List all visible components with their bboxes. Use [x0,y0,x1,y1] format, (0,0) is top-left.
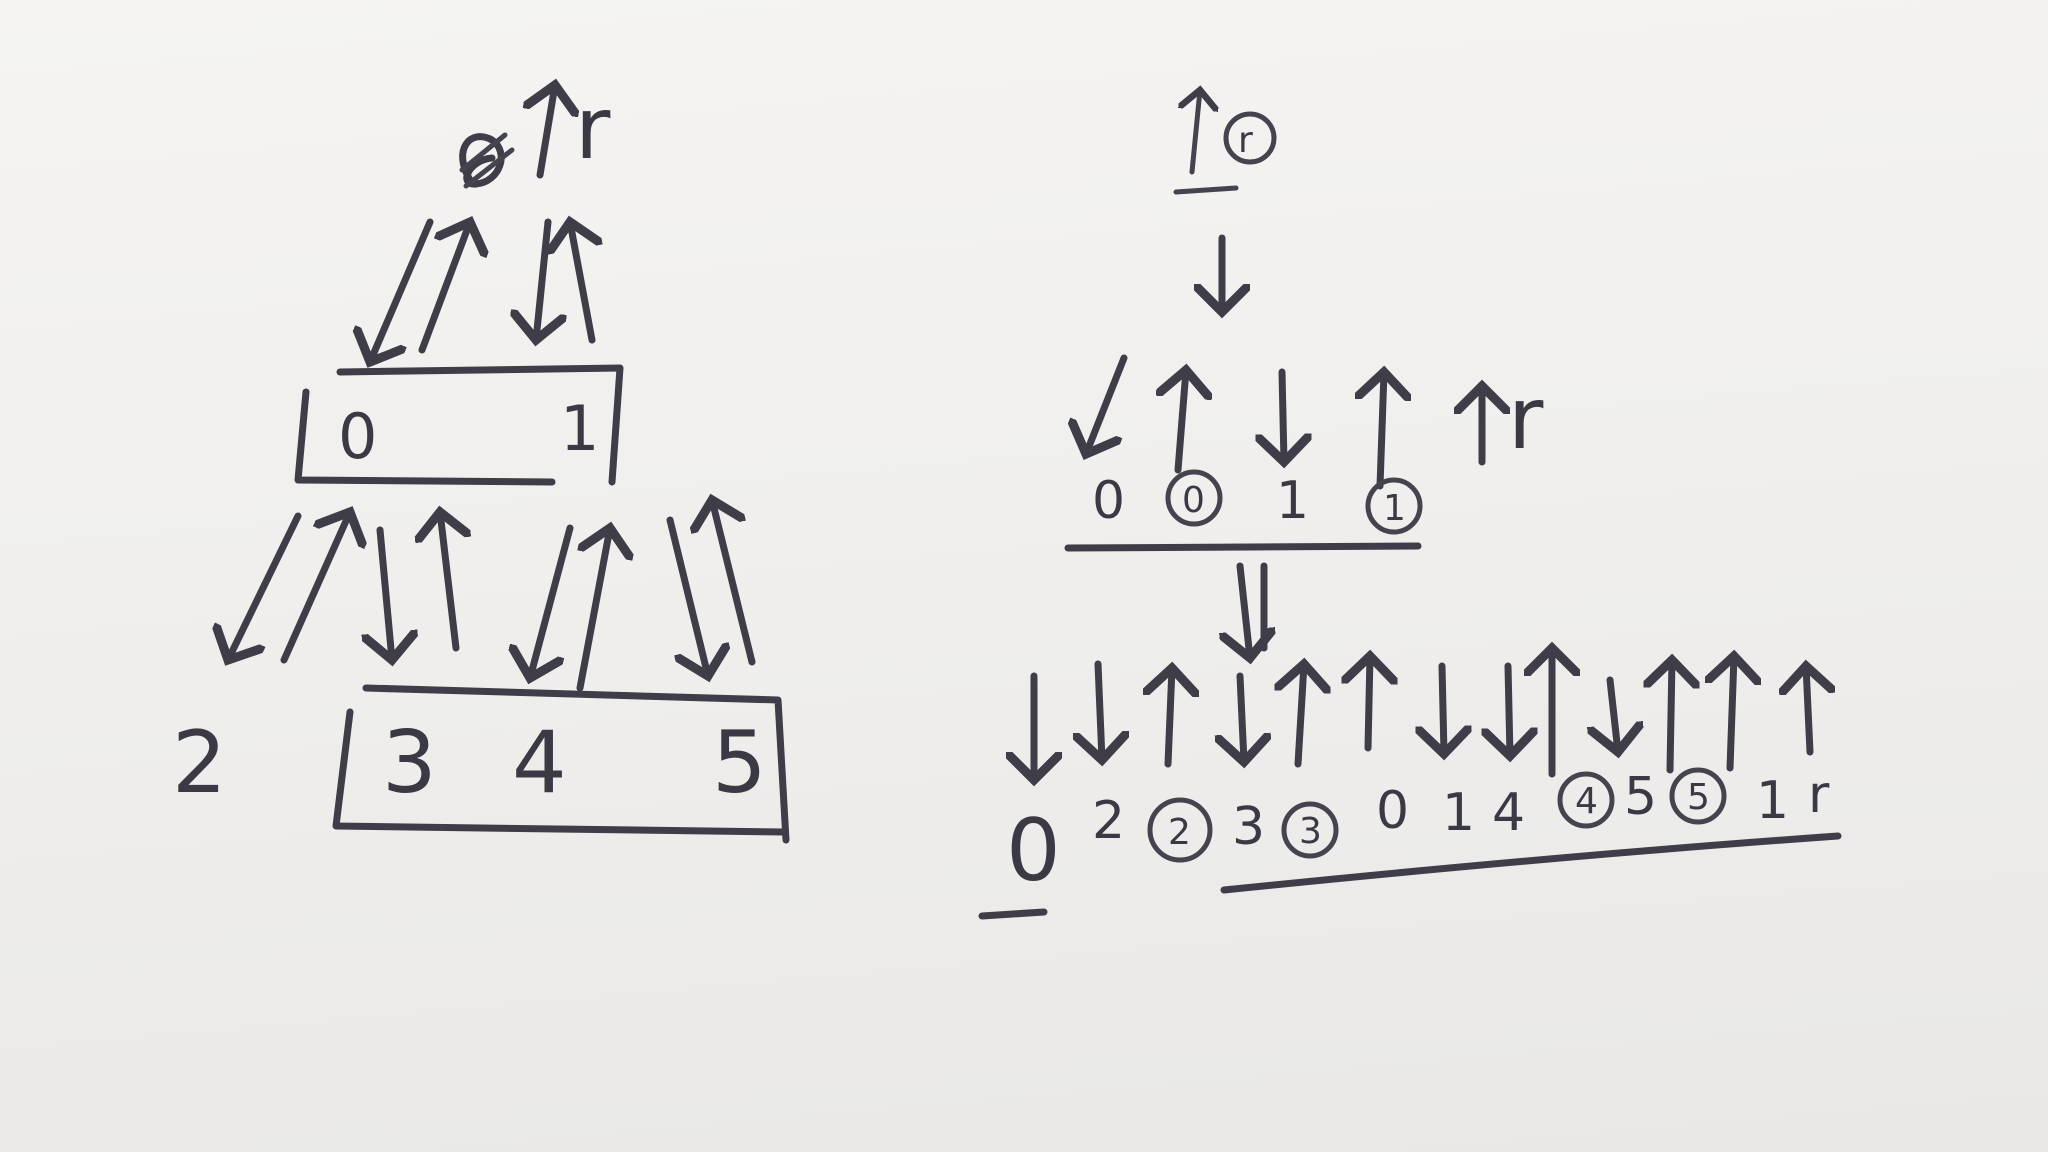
root-up-arrow-icon [540,85,555,179]
down-arrow-icon [1086,354,1128,454]
node-label: 1 [1383,488,1406,529]
down-arrow-icon [1442,662,1444,754]
down-arrow-icon [1240,562,1250,658]
up-arrow-icon [1168,668,1172,768]
underline [1064,542,1422,552]
down-arrow-icon [536,218,548,340]
up-arrow-icon [1178,370,1186,474]
up-arrow-icon [280,512,350,664]
node-label: 4 [1492,783,1525,843]
circled-node [1557,771,1615,829]
up-arrow-icon [1806,666,1810,756]
up-arrow-icon [1380,372,1384,490]
node-label: r [1808,765,1830,825]
circled-node [1365,477,1423,535]
up-arrow-icon [418,222,470,354]
up-arrow-icon [1192,90,1200,175]
node-label: 1 [1756,771,1789,831]
node-label: 3 [1299,811,1322,852]
down-arrow-icon [1240,672,1244,762]
node-label: 5 [1687,777,1710,818]
node-label: 0 [338,400,377,473]
underline [978,908,1048,920]
root-scribble-icon [459,132,515,189]
circled-node [1147,797,1213,863]
node-label: 2 [1092,791,1125,851]
circled-node [1281,801,1339,859]
circled-node [1223,111,1277,165]
node-label: 2 [172,713,227,813]
node-label: r [1508,369,1544,469]
circled-node [1669,767,1727,825]
node-label: 3 [382,713,437,813]
up-arrow-icon [570,222,592,344]
node-label: 0 [1182,480,1205,521]
underline [1220,832,1842,894]
level2-box [332,684,790,844]
down-arrow-icon [1610,676,1618,752]
up-arrow-icon [440,512,456,652]
node-label: 1 [560,392,599,465]
up-arrow-icon [1730,656,1734,772]
node-label: 5 [712,713,767,813]
node-label: 2 [1168,812,1191,853]
up-arrow-icon [1670,660,1672,774]
down-arrow-icon [1508,662,1510,756]
down-arrow-icon [380,526,392,660]
down-arrow-icon [1098,660,1102,760]
down-arrow-icon [666,516,708,676]
up-arrow-icon [1368,656,1370,752]
node-label: 1 [1442,783,1475,843]
up-arrow-icon [712,500,756,666]
up-arrow-icon [1298,664,1304,768]
node-label: 4 [1575,781,1598,822]
down-arrow-icon [370,218,434,362]
node-label: 0 [1376,781,1409,841]
level1-box [294,364,624,486]
down-arrow-icon [1282,368,1284,462]
node-label: 1 [1276,471,1309,531]
up-arrow-icon [576,528,610,692]
left-tree: r 0 1 2 3 4 5 [172,79,790,844]
right-trace: r r 0 0 1 1 [978,90,1842,920]
down-arrow-icon [530,524,574,678]
root-label: r [575,79,611,179]
node-label: 4 [512,713,567,813]
node-label: 0 [1092,471,1125,531]
down-arrow-icon [228,512,302,660]
node-label: 0 [1006,801,1061,901]
circled-node [1165,469,1223,527]
node-label: 3 [1232,797,1265,857]
underline [1173,185,1239,195]
node-label: 5 [1624,767,1657,827]
node-label: r [1238,120,1253,161]
